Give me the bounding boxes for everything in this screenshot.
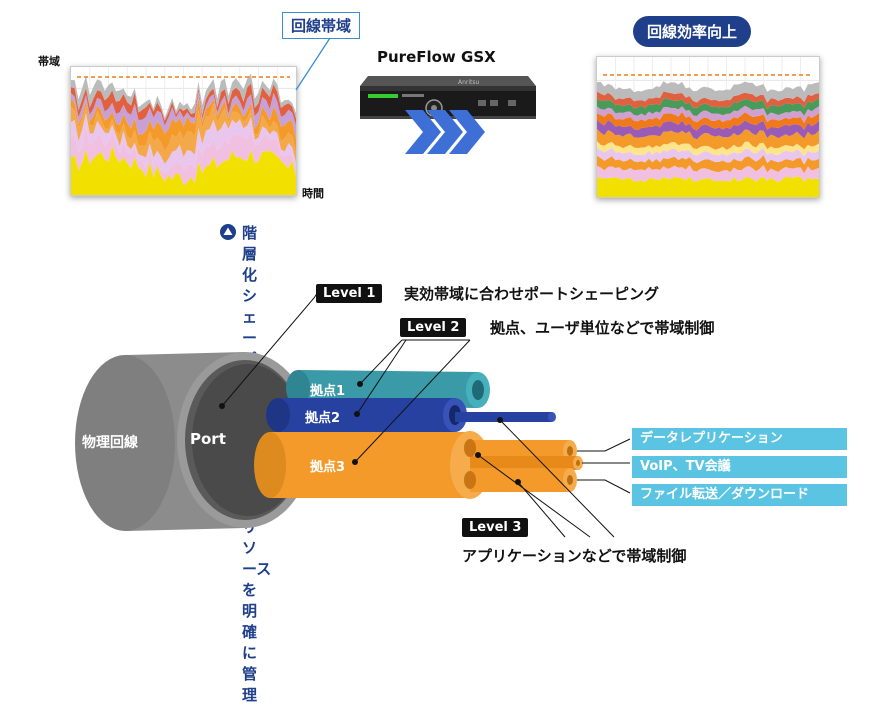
efficiency-badge: 回線効率向上 — [633, 16, 752, 47]
band-layer — [597, 105, 819, 123]
strand-2 — [278, 398, 455, 432]
band-layer — [597, 111, 819, 131]
app-tag-data-replication: データレプリケーション — [632, 428, 847, 450]
band-layer — [71, 112, 296, 174]
left-chart-plot — [71, 67, 296, 195]
band-layer — [597, 176, 819, 197]
strand-3 — [270, 432, 470, 498]
right-chart — [596, 56, 820, 198]
physical-line-label: 物理回線 — [82, 435, 138, 451]
cable-diagram — [75, 291, 631, 538]
strand-1-label: 拠点1 — [310, 384, 346, 399]
device-brand: Anritsu — [458, 79, 480, 86]
band-layer — [71, 73, 296, 121]
app-tag-file-transfer: ファイル転送／ダウンロード — [632, 484, 847, 506]
app-tag-voip: VoIP、TV会議 — [632, 456, 847, 478]
level-2-desc: 拠点、ユーザ単位などで帯域制御 — [490, 319, 715, 337]
level-1-tag: Level 1 — [316, 284, 383, 303]
band-layer — [597, 128, 819, 150]
outer-cable-back — [75, 355, 175, 531]
forward-arrows-icon — [405, 110, 485, 154]
line-bandwidth-callout: 回線帯域 — [282, 12, 361, 39]
port-label: Port — [190, 430, 226, 448]
band-layer — [597, 91, 819, 110]
band-layer — [597, 164, 819, 183]
up-triangle-icon — [220, 224, 236, 240]
strand-3-label: 拠点3 — [310, 460, 346, 475]
right-chart-plot — [597, 57, 819, 197]
level-2-tag: Level 2 — [400, 318, 467, 337]
band-layer — [71, 91, 296, 140]
left-chart-x-label: 時間 — [302, 187, 324, 200]
left-chart-y-label: 帯域 — [38, 55, 60, 68]
device-title: PureFlow GSX — [377, 48, 496, 66]
level-3-desc: アプリケーションなどで帯域制御 — [462, 547, 687, 565]
band-layer — [71, 103, 296, 164]
level-1-desc: 実効帯域に合わせポートシェーピング — [404, 285, 660, 303]
level-3-tag: Level 3 — [462, 518, 529, 537]
band-layer — [597, 147, 819, 165]
left-chart — [70, 66, 297, 196]
band-layer — [597, 141, 819, 157]
band-layer — [597, 119, 819, 140]
band-layer — [597, 155, 819, 174]
band-layer — [71, 97, 296, 153]
band-layer — [597, 98, 819, 117]
band-layer — [71, 145, 296, 195]
band-layer — [597, 81, 819, 103]
strand-2-label: 拠点2 — [305, 411, 341, 426]
band-layer — [71, 83, 296, 126]
band-layer — [71, 125, 296, 186]
